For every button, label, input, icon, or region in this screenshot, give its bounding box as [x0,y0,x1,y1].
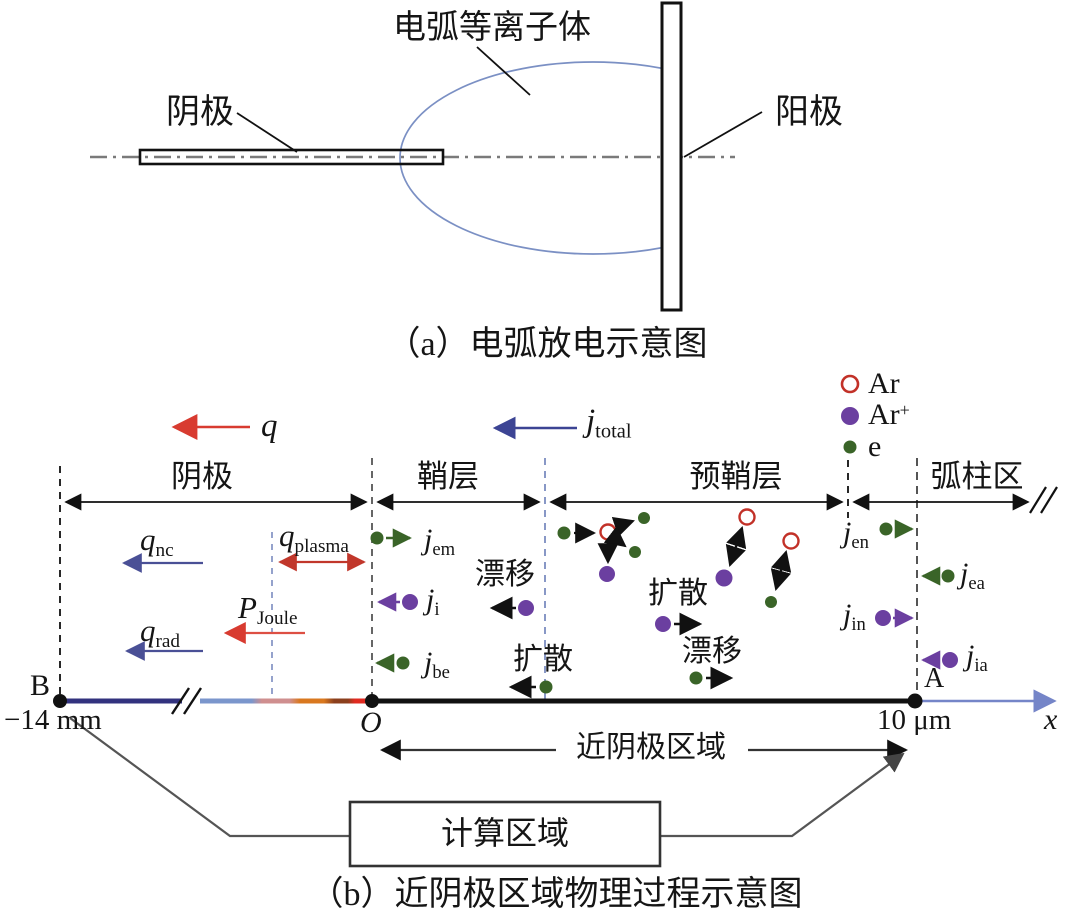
region-cathode-label: 阴极 [171,459,233,494]
point-a-dot [907,693,923,709]
point-b-dot [53,694,67,708]
panel-b-caption: （b）近阴极区域物理过程示意图 [309,876,803,913]
j-ia-label: jia [966,639,988,676]
plasma-pointer-line [476,46,531,96]
presheath-drift-particle [689,671,703,685]
j-ea-label: jea [960,557,985,594]
ionization-e-in [557,526,571,540]
sheath-drift-label: 漂移 [475,558,535,591]
compute-connector-left [69,717,350,838]
q-nc-label: qnc [140,522,174,562]
j-be-label: jbe [424,646,450,683]
panel-a-caption: （a）电弧放电示意图 [386,326,708,363]
sheath-diffusion-particle [539,680,553,694]
cathode-label: 阴极 [166,94,234,131]
p-joule-label: PJoule [238,590,298,630]
exchange1-ion [715,569,733,587]
compute-region-label: 计算区域 [440,815,570,851]
point-b-label: B [30,669,51,702]
j-em-particle [370,531,384,545]
near-cathode-region-label: 近阴极区域 [576,731,726,764]
exchange1-arrow [725,526,747,567]
anode-pointer-line [683,111,763,158]
ionization-ar-atom [599,523,617,541]
cathode-pointer-line [236,112,298,153]
q-label: q [261,408,278,444]
j-em-label: jem [424,523,456,560]
j-ea-particle [941,569,955,583]
anode-label: 阳极 [775,94,843,131]
j-i-label: ji [426,583,440,620]
compute-connector-right [660,752,905,838]
j-in-particle [875,610,891,626]
ionization-e-out2-arrow [603,526,627,548]
j-en-particle [879,522,893,536]
axis-a-value: 10 μm [877,704,952,736]
axis-break-slash-2 [182,687,203,715]
ionization-e-out1 [638,512,650,524]
exchange2-arrow [770,549,792,592]
legend-e-symbol [843,440,857,454]
exchange2-e [765,596,777,608]
j-total-label: jtotal [586,403,632,443]
region-presheath-label: 预鞘层 [689,459,783,494]
region-sheath-label: 鞘层 [417,459,479,494]
plasma-label: 电弧等离子体 [393,10,591,46]
legend-ar-symbol [840,374,860,394]
exchange1-ar-atom [738,508,756,526]
point-o-dot [365,694,379,708]
ionization-e-out1-arrow [611,517,635,537]
presheath-drift-label: 漂移 [682,635,742,668]
exchange2-ar-atom [782,532,800,550]
legend-e-label: e [868,430,882,463]
legend-arplus-label: Ar+ [868,398,910,431]
j-be-particle [396,656,410,670]
ionization-e-out2 [629,546,641,558]
legend-ar-label: Ar [868,367,900,400]
point-a-label: A [924,663,945,694]
axis-b-value: −14 mm [4,704,102,736]
legend-arplus-symbol [841,407,859,425]
cathode-rod [138,148,445,166]
sheath-diffusion-label: 扩散 [513,643,573,676]
point-o-label: O [360,706,382,739]
panel-a-graphics [90,1,763,312]
j-en-label: jen [843,516,869,553]
q-rad-label: qrad [140,613,181,653]
q-plasma-label: qplasma [279,518,349,558]
sheath-drift-particle [518,600,534,616]
axis-break-slash-1 [170,687,191,715]
presheath-diffusion-label: 扩散 [648,577,708,610]
ionization-ion-out [599,566,615,582]
compute-region-box [348,800,662,868]
region-arccolumn-label: 弧柱区 [930,459,1024,494]
panel-b-graphics [53,374,1058,868]
j-ia-particle [942,652,958,668]
j-in-label: jin [843,598,866,635]
j-i-particle [402,594,418,610]
anode-rod [660,1,683,312]
region-break-slash-1 [1029,486,1047,514]
presheath-diffusion-particle [655,616,671,632]
region-break-slash-2 [1040,486,1058,514]
plasma-ellipse [399,61,663,255]
axis-x-label: x [1044,703,1058,736]
